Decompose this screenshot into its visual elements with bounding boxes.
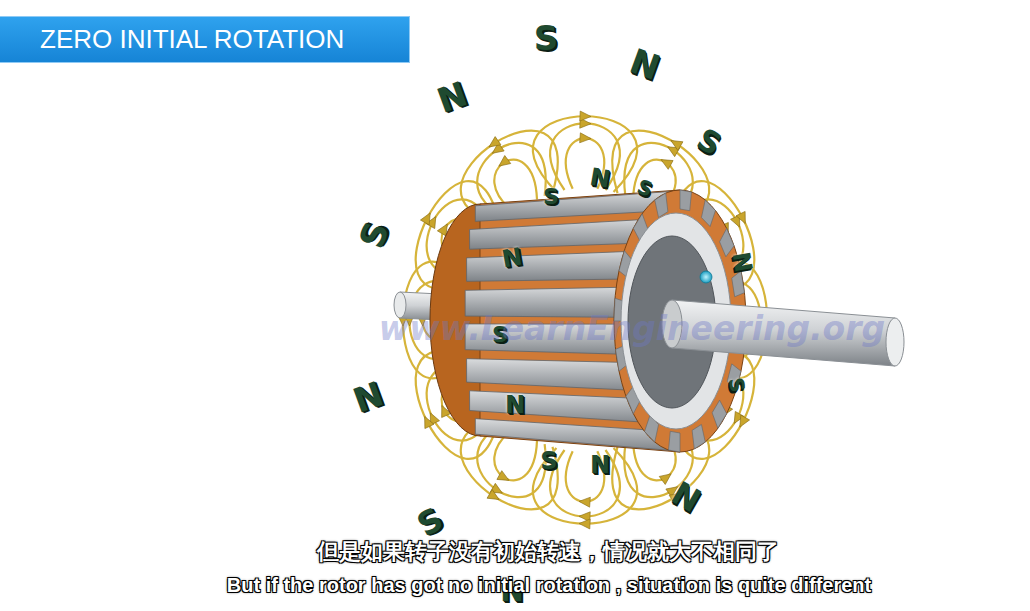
pole-letter: S (412, 502, 448, 541)
field-arrow (579, 496, 591, 507)
pole-letter: N (349, 376, 387, 418)
field-line (550, 450, 620, 517)
pole-letter: N (500, 244, 524, 271)
rotor-tooth (655, 193, 668, 217)
field-arrow (486, 137, 501, 151)
pole-letter: N (666, 476, 705, 517)
pole-letter: S (692, 124, 726, 161)
pole-letter: N (588, 164, 612, 191)
pole-letter: N (433, 76, 471, 118)
rotor-tooth (680, 190, 691, 211)
pole-letter: N (590, 453, 610, 477)
rotor-tooth (669, 431, 680, 452)
rotor-tooth (712, 400, 727, 428)
pole-letter: S (354, 218, 394, 253)
field-arrow (579, 519, 590, 529)
field-arrow (420, 210, 434, 224)
field-arrow (659, 470, 674, 485)
subtitle-english: But if the rotor has got no initial rota… (227, 575, 871, 595)
pole-letter: S (543, 186, 559, 208)
pole-letter: N (728, 250, 755, 274)
pole-letter: S (726, 376, 748, 394)
rotor-tooth (732, 271, 745, 297)
field-arrow (580, 111, 591, 121)
pole-letter: N (505, 393, 525, 417)
field-arrow (497, 471, 511, 485)
field-arrow (736, 211, 750, 225)
pole-letter: S (534, 21, 559, 55)
marker-dot (700, 271, 712, 283)
field-arrow (580, 133, 592, 144)
title-banner: ZERO INITIAL ROTATION (0, 16, 410, 63)
field-line (533, 116, 637, 192)
rotor-tooth (701, 200, 715, 227)
field-arrow (668, 136, 683, 150)
field-line (533, 448, 637, 524)
pole-letter: N (626, 43, 664, 85)
field-arrow (735, 415, 749, 429)
pole-letter: S (540, 449, 557, 473)
field-arrow (496, 156, 511, 171)
rotor-tooth (692, 424, 705, 448)
subtitle-chinese: 但是如果转子没有初始转速，情况就大不相同了 (317, 541, 779, 563)
field-arrow (420, 414, 434, 428)
shaft-end (886, 318, 904, 366)
watermark: www.LearnEngineering.org (379, 312, 885, 345)
field-arrow (659, 155, 673, 169)
field-arrow (487, 490, 502, 504)
